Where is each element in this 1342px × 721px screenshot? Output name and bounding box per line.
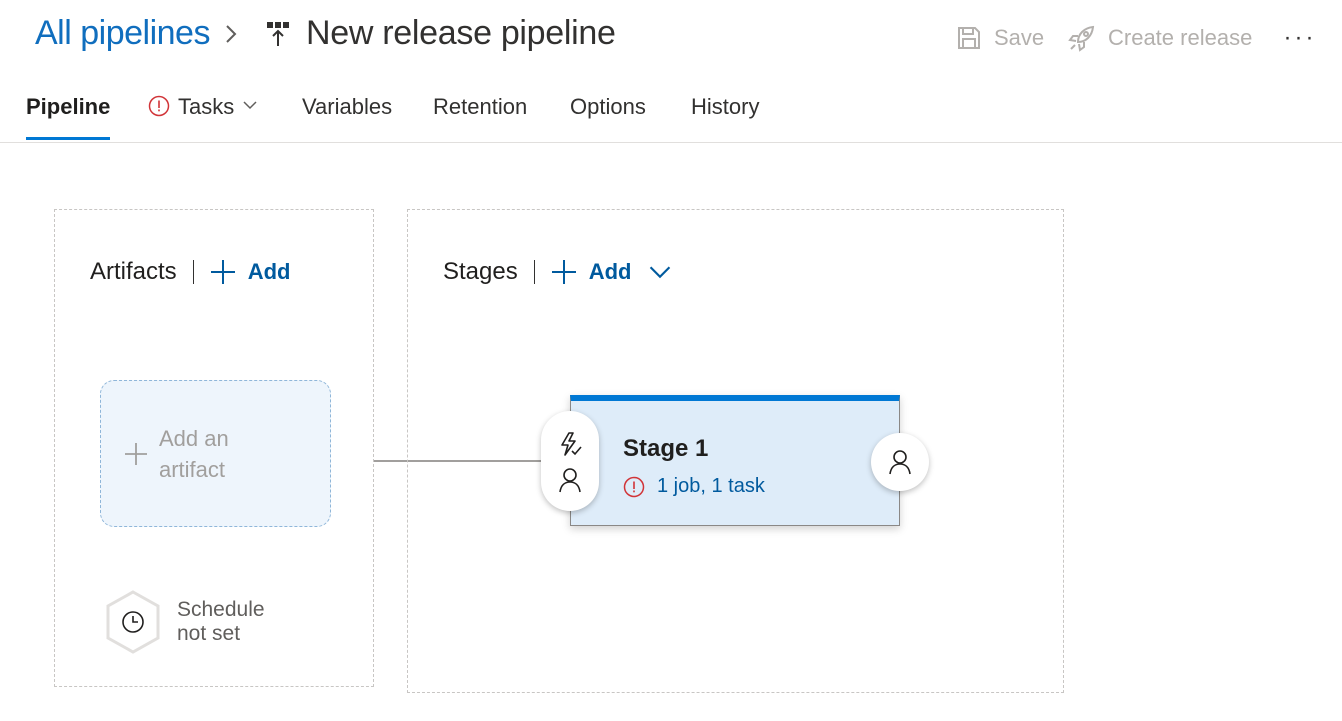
add-stage-button[interactable]: Add [551, 259, 674, 285]
stage-name: Stage 1 [623, 435, 709, 462]
add-artifact-label: Add [247, 259, 291, 284]
tab-bar: Pipeline Tasks Variables Retention Optio… [0, 80, 1342, 143]
tab-history[interactable]: History [691, 94, 759, 140]
person-icon[interactable] [558, 467, 582, 493]
header-divider [192, 260, 194, 284]
tab-options[interactable]: Options [570, 94, 646, 140]
chevron-down-icon[interactable] [647, 259, 673, 285]
breadcrumb-all-pipelines[interactable]: All pipelines [35, 14, 210, 52]
plus-icon [551, 260, 576, 284]
tab-pipeline-label: Pipeline [26, 94, 111, 119]
warning-icon [148, 95, 170, 117]
tab-retention-label: Retention [433, 94, 528, 119]
tab-variables[interactable]: Variables [302, 94, 392, 140]
rocket-icon [1068, 25, 1095, 52]
save-button[interactable]: Save [956, 22, 1044, 54]
create-release-label: Create release [1108, 25, 1253, 50]
tab-pipeline[interactable]: Pipeline [26, 94, 111, 140]
chevron-right-icon [226, 25, 237, 43]
save-label: Save [994, 25, 1045, 50]
page-header: All pipelines New release pipeline Save … [0, 0, 1342, 72]
add-artifact-button[interactable]: Add [210, 259, 291, 285]
trigger-icon[interactable] [557, 431, 583, 457]
pipeline-icon [267, 22, 289, 46]
tab-variables-label: Variables [302, 94, 393, 119]
add-stage-label: Add [588, 259, 632, 284]
tab-retention[interactable]: Retention [433, 94, 527, 140]
more-icon[interactable]: ··· [1283, 24, 1317, 51]
person-icon [889, 450, 911, 475]
warning-icon [623, 476, 645, 497]
tab-tasks[interactable]: Tasks [148, 94, 258, 140]
save-icon [958, 27, 980, 49]
schedule-label: Schedule not set [177, 598, 265, 645]
schedule-trigger[interactable]: Schedule not set [105, 590, 287, 654]
clock-icon [106, 590, 160, 654]
plus-icon [210, 260, 235, 284]
stages-panel: Stages Add [407, 209, 1064, 693]
artifacts-panel: Artifacts Add Add an artifact Schedule n… [54, 209, 374, 687]
artifacts-header: Artifacts Add [90, 256, 290, 288]
plus-icon [125, 442, 147, 465]
create-release-button[interactable]: Create release [1068, 22, 1252, 54]
tab-history-label: History [691, 94, 760, 119]
pre-deployment-conditions [541, 411, 599, 511]
tab-options-label: Options [570, 94, 646, 119]
artifact-stage-connector [374, 460, 542, 462]
stage-card[interactable]: Stage 1 1 job, 1 task [570, 395, 900, 526]
header-divider [533, 260, 535, 284]
tab-tasks-label: Tasks [178, 94, 235, 119]
stage-summary-link[interactable]: 1 job, 1 task [623, 475, 765, 498]
stage-summary: 1 job, 1 task [657, 475, 765, 497]
chevron-down-icon [243, 101, 257, 110]
add-artifact-tile[interactable]: Add an artifact [100, 380, 331, 527]
stages-header: Stages Add [443, 256, 673, 288]
add-artifact-text: Add an artifact [159, 425, 229, 482]
post-deployment-conditions[interactable] [871, 433, 929, 491]
artifacts-title: Artifacts [90, 258, 177, 285]
page-title: New release pipeline [306, 14, 616, 52]
stages-title: Stages [443, 258, 518, 285]
